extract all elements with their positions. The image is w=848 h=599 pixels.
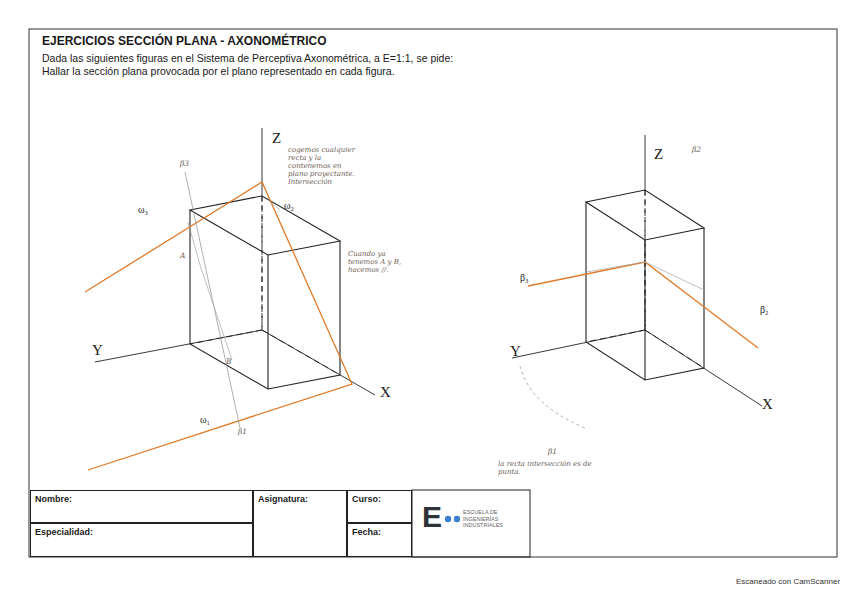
point-label: A bbox=[180, 252, 185, 261]
instruction-line: Hallar la sección plana provocada por el… bbox=[42, 65, 395, 77]
logo-dot bbox=[454, 516, 460, 522]
form-cell: Fecha: bbox=[347, 523, 412, 557]
axis-label: X bbox=[380, 384, 391, 401]
plane-traces bbox=[528, 262, 758, 348]
pencil-arc bbox=[520, 366, 585, 428]
trace-label: β₃ bbox=[520, 272, 529, 284]
sheet-frame bbox=[29, 29, 837, 557]
handwritten-note: Cuando ya tenemos A y B, hacemos //. bbox=[348, 250, 412, 274]
form-cell: Asignatura: bbox=[253, 490, 347, 557]
pencil-line bbox=[185, 172, 240, 428]
form-field-label: Nombre: bbox=[31, 491, 252, 507]
z-axis bbox=[262, 128, 263, 196]
handwritten-note: cogemos cualquier recta y la contenemos … bbox=[288, 146, 360, 186]
handwritten-label: β1 bbox=[238, 428, 247, 437]
logo-mark: E bbox=[422, 502, 442, 532]
axis-label: Y bbox=[510, 343, 521, 360]
logo-text: ESCUELA DE INGENIERÍAS INDUSTRIALES bbox=[463, 509, 521, 529]
axis-label: X bbox=[762, 396, 773, 413]
sheet-title: EJERCICIOS SECCIÓN PLANA - AXONOMÉTRICO bbox=[42, 35, 326, 49]
instruction-line: Dada las siguientes figuras en el Sistem… bbox=[42, 52, 453, 64]
trace-label: β₂ bbox=[760, 304, 769, 316]
form-cell: Curso: bbox=[347, 490, 412, 523]
pencil-line bbox=[188, 222, 232, 360]
form-cell: Nombre: bbox=[30, 490, 253, 523]
paper bbox=[0, 0, 848, 568]
scanner-watermark: Escaneado con CamScanner bbox=[736, 577, 840, 586]
trace-label: ω₃ bbox=[138, 204, 148, 216]
axis-label: Z bbox=[272, 130, 281, 147]
logo-cell bbox=[412, 490, 530, 557]
trace-label: ω₁ bbox=[200, 414, 210, 426]
point-label: B bbox=[226, 358, 232, 367]
form-field-label: Fecha: bbox=[348, 524, 411, 540]
form-cell: Especialidad: bbox=[30, 523, 253, 557]
form-field-label: Asignatura: bbox=[254, 491, 346, 507]
axis-label: Y bbox=[92, 342, 103, 359]
trace-label: ω₂ bbox=[284, 200, 294, 212]
prism-hidden bbox=[586, 190, 704, 368]
form-field-label: Especialidad: bbox=[31, 524, 252, 540]
handwritten-label: β1 bbox=[548, 448, 557, 457]
handwritten-label: β3 bbox=[180, 160, 189, 169]
axis-label: Z bbox=[654, 146, 663, 163]
logo-dot bbox=[445, 516, 451, 522]
pencil-line bbox=[268, 200, 280, 210]
handwritten-label: β2 bbox=[692, 146, 701, 155]
prism-hidden bbox=[190, 196, 340, 375]
z-axis bbox=[645, 135, 646, 190]
prism-top bbox=[190, 196, 340, 255]
form-field-label: Curso: bbox=[348, 491, 411, 507]
pencil-line bbox=[586, 262, 704, 290]
handwritten-note: la recta intersección es de punta. bbox=[498, 460, 598, 476]
right-figure bbox=[512, 135, 762, 428]
left-figure bbox=[85, 128, 375, 470]
plane-traces bbox=[85, 182, 352, 470]
